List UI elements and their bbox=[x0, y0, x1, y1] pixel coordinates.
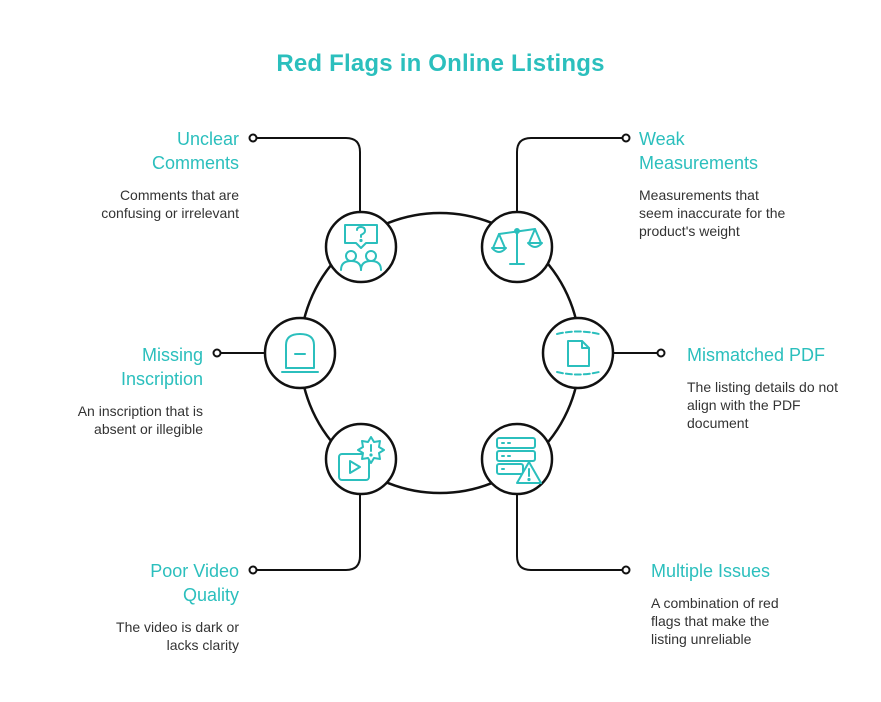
connector-unclear-comments bbox=[254, 137, 361, 215]
endpoint-dot bbox=[248, 133, 258, 143]
connector-poor-video bbox=[254, 491, 361, 571]
blank-tablet-icon bbox=[281, 333, 319, 373]
page-title: Red Flags in Online Listings bbox=[276, 50, 605, 77]
endpoint-dot bbox=[656, 348, 666, 358]
document-icon bbox=[556, 330, 600, 376]
server-warning-icon bbox=[496, 437, 542, 484]
video-alert-icon bbox=[338, 436, 385, 481]
connector-multiple-issues bbox=[516, 491, 625, 571]
endpoint-dot bbox=[212, 348, 222, 358]
endpoint-dot bbox=[248, 565, 258, 575]
comment-question-users-icon bbox=[340, 224, 382, 271]
label-mismatched-pdf: Mismatched PDF bbox=[687, 345, 826, 365]
connector-weak-measurements bbox=[516, 137, 625, 215]
endpoint-dot bbox=[621, 565, 631, 575]
balance-scale-icon bbox=[491, 228, 543, 265]
endpoint-dot bbox=[621, 133, 631, 143]
label-multiple-issues: Multiple Issues bbox=[651, 561, 771, 581]
